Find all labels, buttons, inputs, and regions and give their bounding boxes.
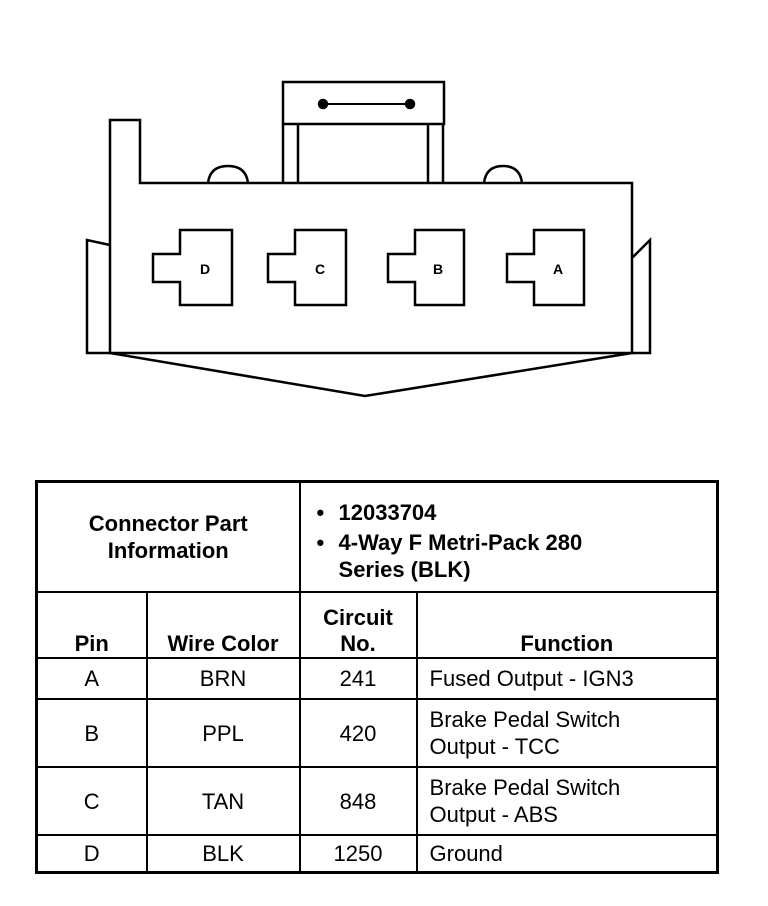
info-row: Connector Part Information 12033704 4-Wa…	[35, 480, 719, 593]
info-item-description-line1: 4-Way F Metri-Pack 280	[338, 530, 583, 555]
header-row: Pin Wire Color Circuit No. Function	[35, 591, 719, 659]
connector-diagram: D C B A	[85, 80, 652, 398]
cavity-b	[386, 228, 466, 307]
wire-color-cell: TAN	[145, 766, 301, 836]
info-list: 12033704 4-Way F Metri-Pack 280 Series (…	[301, 499, 717, 583]
pin-label-a: A	[553, 261, 563, 277]
info-item-description: 4-Way F Metri-Pack 280 Series (BLK)	[317, 529, 717, 583]
wire-color-cell: PPL	[145, 698, 301, 768]
pin-label-d: D	[200, 261, 210, 277]
right-bump	[482, 164, 524, 184]
circuit-cell: 420	[298, 698, 418, 768]
info-list-cell: 12033704 4-Way F Metri-Pack 280 Series (…	[298, 480, 719, 593]
circuit-cell: 241	[298, 657, 418, 700]
pin-label-b: B	[433, 261, 443, 277]
table-row: D BLK 1250 Ground	[35, 834, 719, 874]
pin-cell: D	[35, 834, 148, 874]
right-flange	[631, 236, 652, 355]
info-item-description-line2: Series (BLK)	[338, 557, 471, 582]
header-circuit-line2: No.	[340, 631, 376, 656]
header-function: Function	[415, 591, 719, 659]
function-line2: Output - ABS	[429, 802, 558, 827]
function-line1: Brake Pedal Switch	[429, 775, 621, 800]
pin-cell: C	[35, 766, 148, 836]
header-circuit-line1: Circuit	[323, 605, 393, 630]
function-cell: Fused Output - IGN3	[415, 657, 719, 700]
function-line1: Ground	[429, 841, 503, 866]
wire-color-cell: BRN	[145, 657, 301, 700]
circuit-cell: 1250	[298, 834, 418, 874]
cavity-a	[505, 228, 586, 307]
function-line1: Fused Output - IGN3	[429, 666, 634, 691]
pin-cell: B	[35, 698, 148, 768]
header-wire-color: Wire Color	[145, 591, 301, 659]
function-cell: Brake Pedal Switch Output - TCC	[415, 698, 719, 768]
info-item-part-number: 12033704	[317, 499, 717, 526]
function-cell: Ground	[415, 834, 719, 874]
info-label-cell: Connector Part Information	[35, 480, 301, 593]
wire-color-cell: BLK	[145, 834, 301, 874]
table-row: B PPL 420 Brake Pedal Switch Output - TC…	[35, 698, 719, 768]
table-row: A BRN 241 Fused Output - IGN3	[35, 657, 719, 700]
left-flange	[85, 238, 111, 355]
function-cell: Brake Pedal Switch Output - ABS	[415, 766, 719, 836]
header-circuit: Circuit No.	[298, 591, 418, 659]
connector-table: Connector Part Information 12033704 4-Wa…	[35, 480, 720, 874]
info-label-line2: Information	[107, 538, 229, 563]
latch-tab	[281, 80, 446, 126]
cavity-c	[266, 228, 348, 307]
info-label-line1: Connector Part	[88, 511, 248, 536]
connector-point	[109, 351, 633, 398]
pin-cell: A	[35, 657, 148, 700]
header-pin: Pin	[35, 591, 148, 659]
function-line1: Brake Pedal Switch	[429, 707, 621, 732]
function-line2: Output - TCC	[429, 734, 560, 759]
table-row: C TAN 848 Brake Pedal Switch Output - AB…	[35, 766, 719, 836]
pin-label-c: C	[315, 261, 325, 277]
cavity-d	[151, 228, 234, 307]
left-bump	[206, 164, 250, 184]
connector-body	[108, 118, 634, 355]
circuit-cell: 848	[298, 766, 418, 836]
